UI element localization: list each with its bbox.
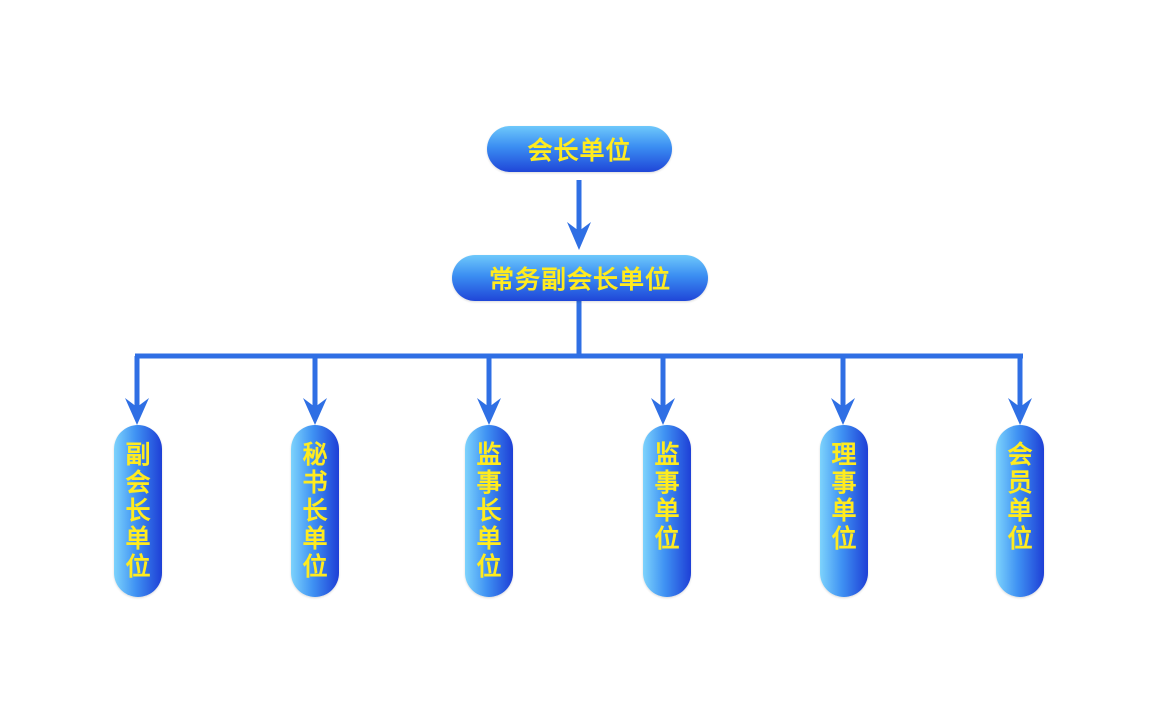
arrowhead-3	[477, 398, 501, 425]
node-member-unit: 会员单位	[996, 425, 1044, 597]
node-secretary-general-unit: 秘书长单位	[291, 425, 339, 597]
arrowhead-5	[831, 398, 855, 425]
node-label: 监事单位	[654, 440, 680, 553]
node-president-unit: 会长单位	[487, 126, 672, 172]
node-label: 副会长单位	[125, 440, 151, 581]
node-label: 会员单位	[1007, 440, 1033, 553]
arrowhead-4	[651, 398, 675, 425]
arrowhead-6	[1008, 398, 1032, 425]
arrowhead-to-second	[567, 222, 591, 250]
node-director-unit: 理事单位	[820, 425, 868, 597]
node-label: 监事长单位	[476, 440, 502, 581]
node-chief-supervisor-unit: 监事长单位	[465, 425, 513, 597]
arrowhead-1	[125, 398, 149, 425]
node-label: 秘书长单位	[302, 440, 328, 581]
node-label: 理事单位	[831, 440, 857, 553]
node-executive-vice-president-unit: 常务副会长单位	[452, 255, 708, 301]
arrowhead-2	[303, 398, 327, 425]
node-supervisor-unit: 监事单位	[643, 425, 691, 597]
node-vice-president-unit: 副会长单位	[114, 425, 162, 597]
